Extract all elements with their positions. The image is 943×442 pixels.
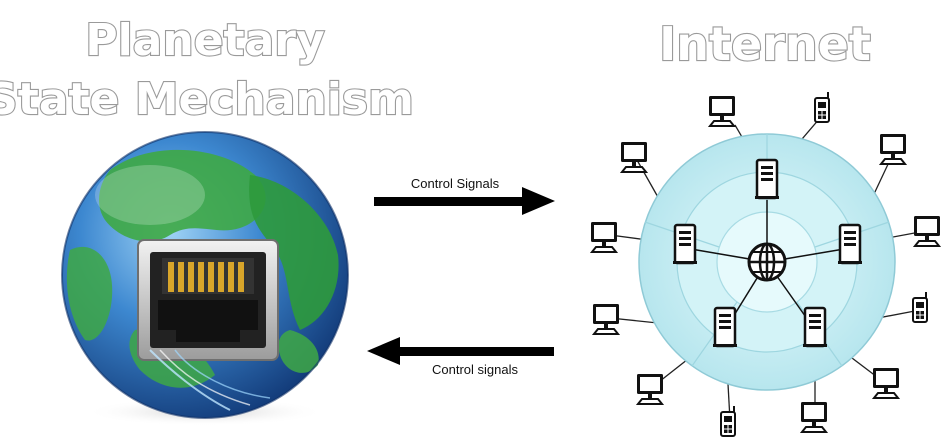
mobile-phone-icon <box>912 291 928 323</box>
desktop-computer-icon <box>590 221 618 253</box>
desktop-computer-icon <box>708 95 736 127</box>
ethernet-port-icon <box>137 239 279 411</box>
server-icon <box>836 223 864 266</box>
server-icon <box>801 306 829 349</box>
desktop-computer-icon <box>872 367 900 399</box>
desktop-computer-icon <box>879 133 907 165</box>
desktop-computer-icon <box>592 303 620 335</box>
desktop-computer-icon <box>913 215 941 247</box>
left-title-line1: Planetary <box>85 15 324 66</box>
arrow-bottom-label: Control signals <box>432 362 518 377</box>
mobile-phone-icon <box>720 405 736 437</box>
left-title-line2: State Mechanism <box>0 74 414 125</box>
right-title: Internet <box>659 17 871 71</box>
server-icon <box>711 306 739 349</box>
www-globe-icon <box>747 242 787 282</box>
desktop-computer-icon <box>620 141 648 173</box>
server-icon <box>671 223 699 266</box>
arrow-top-label: Control Signals <box>411 176 500 191</box>
desktop-computer-icon <box>800 401 828 433</box>
mobile-phone-icon <box>814 91 830 123</box>
server-icon <box>753 158 781 201</box>
desktop-computer-icon <box>636 373 664 405</box>
arrow-control-signals-in <box>367 337 554 365</box>
arrow-control-signals-out <box>374 187 555 215</box>
network-diagram <box>590 91 941 437</box>
